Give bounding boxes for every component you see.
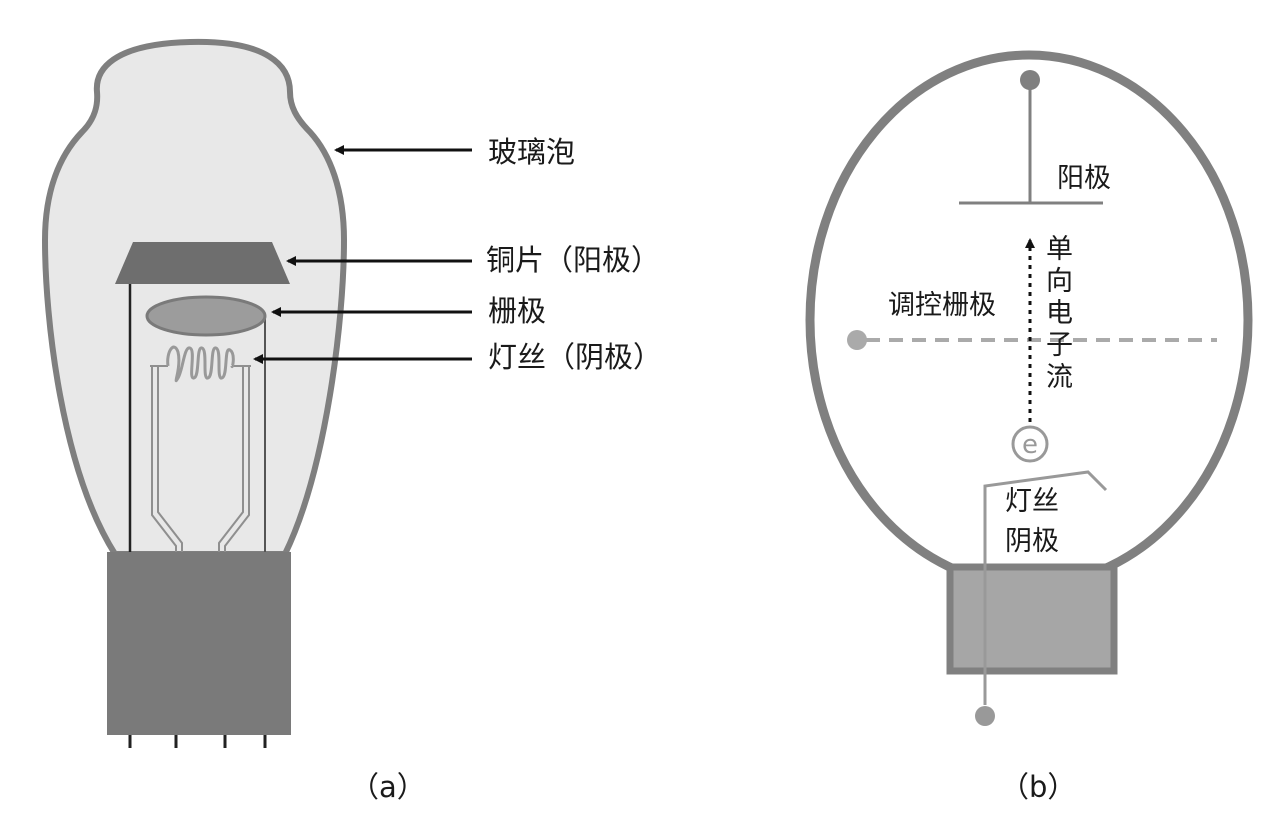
label-electron-flow: 单 向 电 子 流	[1046, 234, 1073, 393]
label-filament-line2: 阴极	[1005, 526, 1059, 557]
label-filament-line1: 灯丝	[1005, 486, 1059, 517]
caption-a: （a）	[350, 770, 426, 804]
label-copper-plate-anode: 铜片（阳极）	[486, 243, 660, 277]
filament-terminal-b	[975, 706, 995, 726]
control-grid-terminal	[847, 330, 867, 350]
label-glass-bulb: 玻璃泡	[488, 135, 575, 169]
electron-flow-char: 子	[1046, 330, 1073, 361]
grid-ellipse	[145, 295, 267, 337]
figure-a: 玻璃泡 铜片（阳极） 栅极 灯丝（阴极） （a）	[42, 38, 662, 804]
caption-b: （b）	[1000, 770, 1076, 804]
filament-wire-b	[983, 470, 1108, 705]
electron-flow-char: 向	[1046, 266, 1073, 297]
electron-flow-char: 流	[1046, 362, 1073, 393]
electron-symbol: e	[1022, 430, 1038, 460]
tube-pins	[128, 735, 267, 748]
label-control-grid: 调控栅极	[888, 290, 996, 321]
anode-terminal	[1020, 70, 1040, 90]
filament-frame	[150, 365, 251, 556]
tube-base-b	[946, 563, 1118, 675]
filament-coil	[166, 345, 235, 382]
figure-b: 阳极 调控栅极 单 向 电 子 流 e 灯丝 阴极 （b）	[805, 50, 1253, 804]
electron-flow-char: 电	[1046, 298, 1073, 329]
electron-circle	[1011, 425, 1049, 463]
tube-base	[107, 552, 291, 735]
label-grid: 栅极	[488, 294, 546, 328]
label-anode: 阳极	[1057, 163, 1111, 194]
electron-flow-char: 单	[1046, 234, 1073, 265]
copper-plate-anode	[115, 242, 290, 284]
label-filament-cathode: 灯丝（阴极）	[488, 340, 662, 374]
